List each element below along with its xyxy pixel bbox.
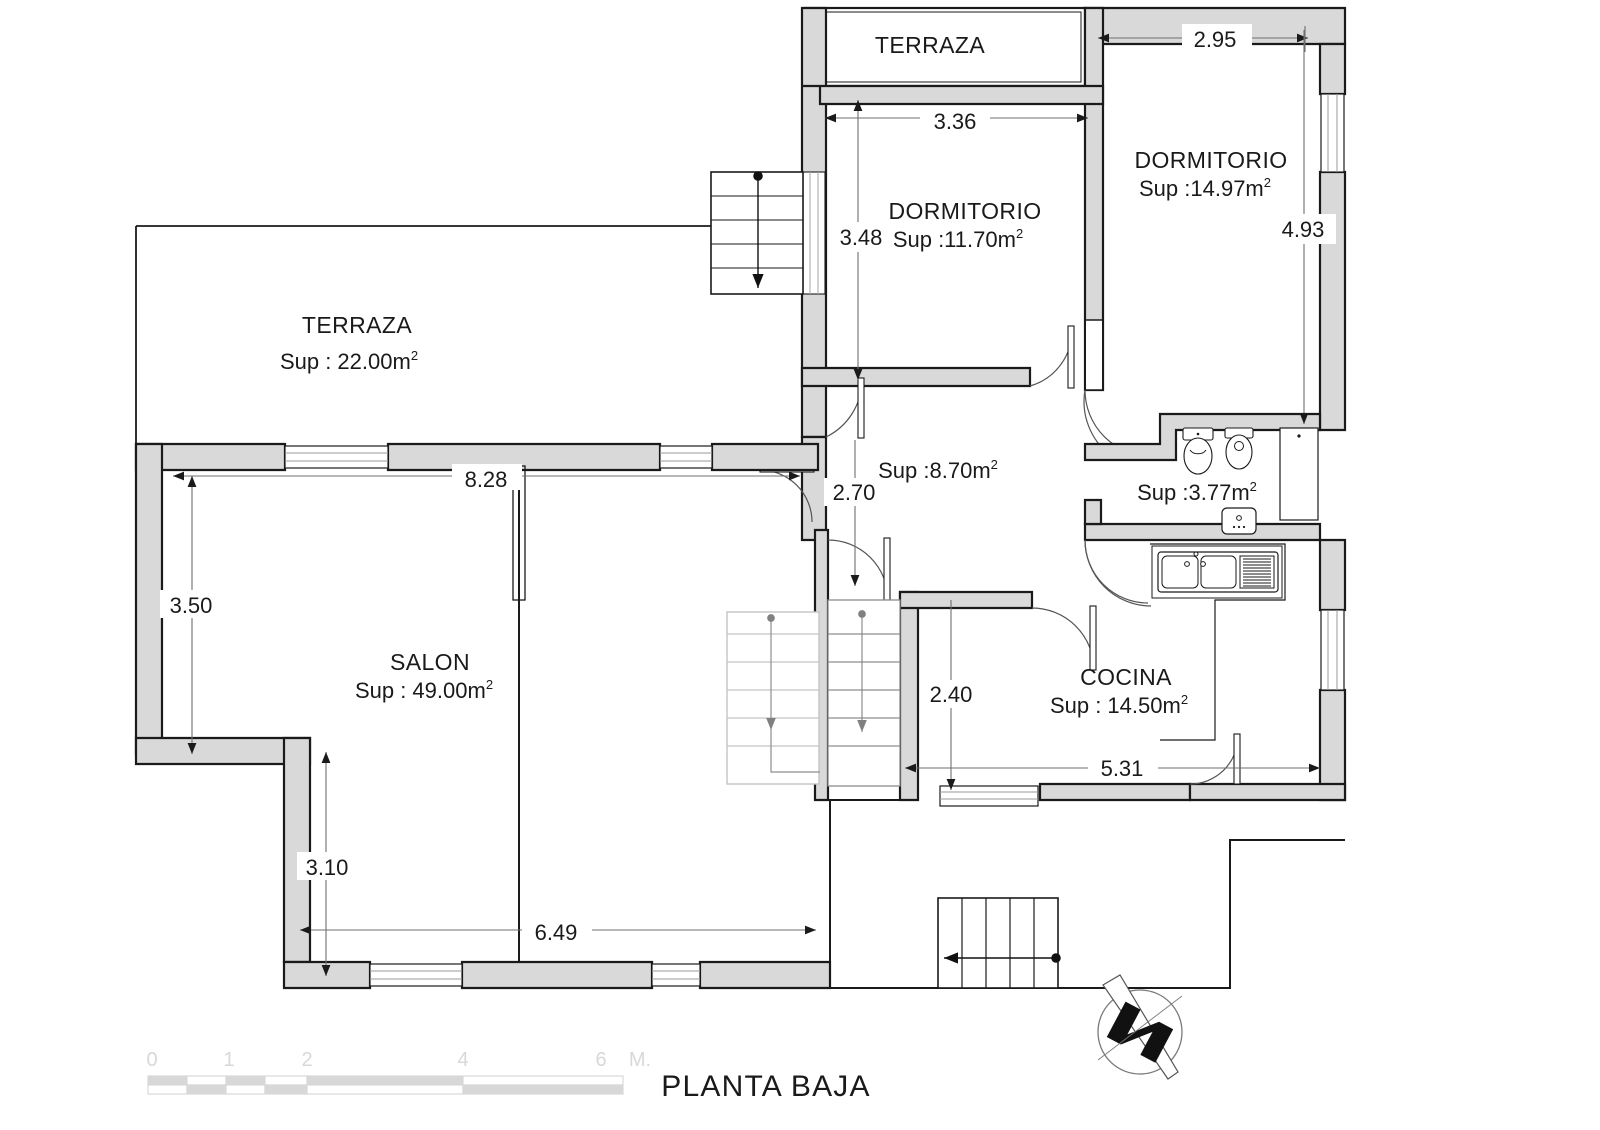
dimension-labels: 2.95 3.36 4.93 3.48 8.28 2.70 3.50 2.40 …	[170, 27, 1325, 945]
shower-tray-icon	[1279, 427, 1319, 521]
dimension-value: 3.36	[934, 109, 977, 134]
window-salon-bottom-2	[651, 963, 701, 987]
dimension-value: 4.93	[1282, 217, 1325, 242]
kitchen-sink-icon	[1157, 551, 1279, 593]
washbasin-icon	[1221, 507, 1257, 535]
north-arrow-icon	[1097, 974, 1183, 1080]
toilet-icon	[1182, 427, 1214, 475]
window-salon-top-1	[284, 445, 389, 469]
scale-tick-1: 1	[223, 1049, 234, 1071]
stair-salon-left	[726, 611, 820, 785]
room-name: TERRAZA	[302, 312, 412, 338]
outline-entry	[828, 799, 1345, 989]
dimension-label-masks	[160, 24, 1336, 944]
window-kitchen-right	[1320, 609, 1345, 691]
room-name: DORMITORIO	[888, 198, 1041, 224]
wall-dorm1-top	[802, 84, 1105, 106]
door-kitchen-bottom	[1189, 733, 1241, 785]
door-hall-salon	[827, 537, 891, 601]
window-right-1	[1320, 93, 1345, 173]
dimension-value: 3.50	[170, 593, 213, 618]
terrace-left-outline	[135, 225, 713, 444]
room-area: Sup :3.77m2	[1137, 479, 1257, 505]
door-bathroom	[1084, 539, 1152, 607]
room-area: Sup : 49.00m2	[355, 677, 493, 703]
wall-salon	[134, 442, 832, 990]
dimension-value: 8.28	[465, 467, 508, 492]
wall-between-bedrooms	[1083, 6, 1105, 392]
room-area: Sup : 22.00m2	[280, 348, 418, 374]
stair-terrace	[710, 171, 804, 295]
door-dorm1-hall	[1029, 325, 1075, 389]
window-salon-top-2	[659, 445, 713, 469]
scale-tick-0: 0	[146, 1049, 157, 1071]
scale-tick-6: 6	[595, 1049, 606, 1071]
dimension-value: 6.49	[535, 920, 578, 945]
room-name: TERRAZA	[875, 32, 985, 58]
stair-entry	[937, 897, 1061, 989]
room-name: SALON	[390, 649, 470, 675]
room-area: Sup :11.70m2	[893, 226, 1023, 252]
window-kitchen-bottom	[939, 785, 1039, 807]
wall-dorm1-bottom	[800, 366, 1032, 388]
scale-bar: 0 1 2 4 6 M.	[146, 1049, 651, 1095]
room-name: DORMITORIO	[1134, 147, 1287, 173]
room-area: Sup : 14.50m2	[1050, 692, 1188, 718]
scale-tick-2: 2	[301, 1049, 312, 1071]
dimension-value: 5.31	[1101, 756, 1144, 781]
door-kitchen	[1031, 605, 1097, 671]
dimension-value: 2.70	[833, 480, 876, 505]
bidet-icon	[1224, 427, 1254, 470]
kitchen-counter	[1150, 543, 1286, 741]
room-name: COCINA	[1080, 664, 1172, 690]
scale-tick-4: 4	[457, 1049, 468, 1071]
wall-bathroom	[1083, 412, 1322, 542]
dimension-value: 2.40	[930, 682, 973, 707]
walls-group	[134, 6, 1347, 990]
dimension-value: 3.48	[840, 225, 883, 250]
dimension-value: 2.95	[1194, 27, 1237, 52]
room-area: Sup :14.97m2	[1139, 175, 1271, 201]
room-labels: TERRAZA DORMITORIO Sup :11.70m2 DORMITOR…	[280, 32, 1287, 718]
dimension-value: 3.10	[306, 855, 349, 880]
window-salon-bottom-1	[369, 963, 463, 987]
scale-unit-label: M.	[629, 1049, 651, 1071]
page-title: PLANTA BAJA	[661, 1070, 870, 1103]
room-area: Sup :8.70m2	[878, 457, 998, 483]
stair-hall-right	[827, 599, 901, 787]
